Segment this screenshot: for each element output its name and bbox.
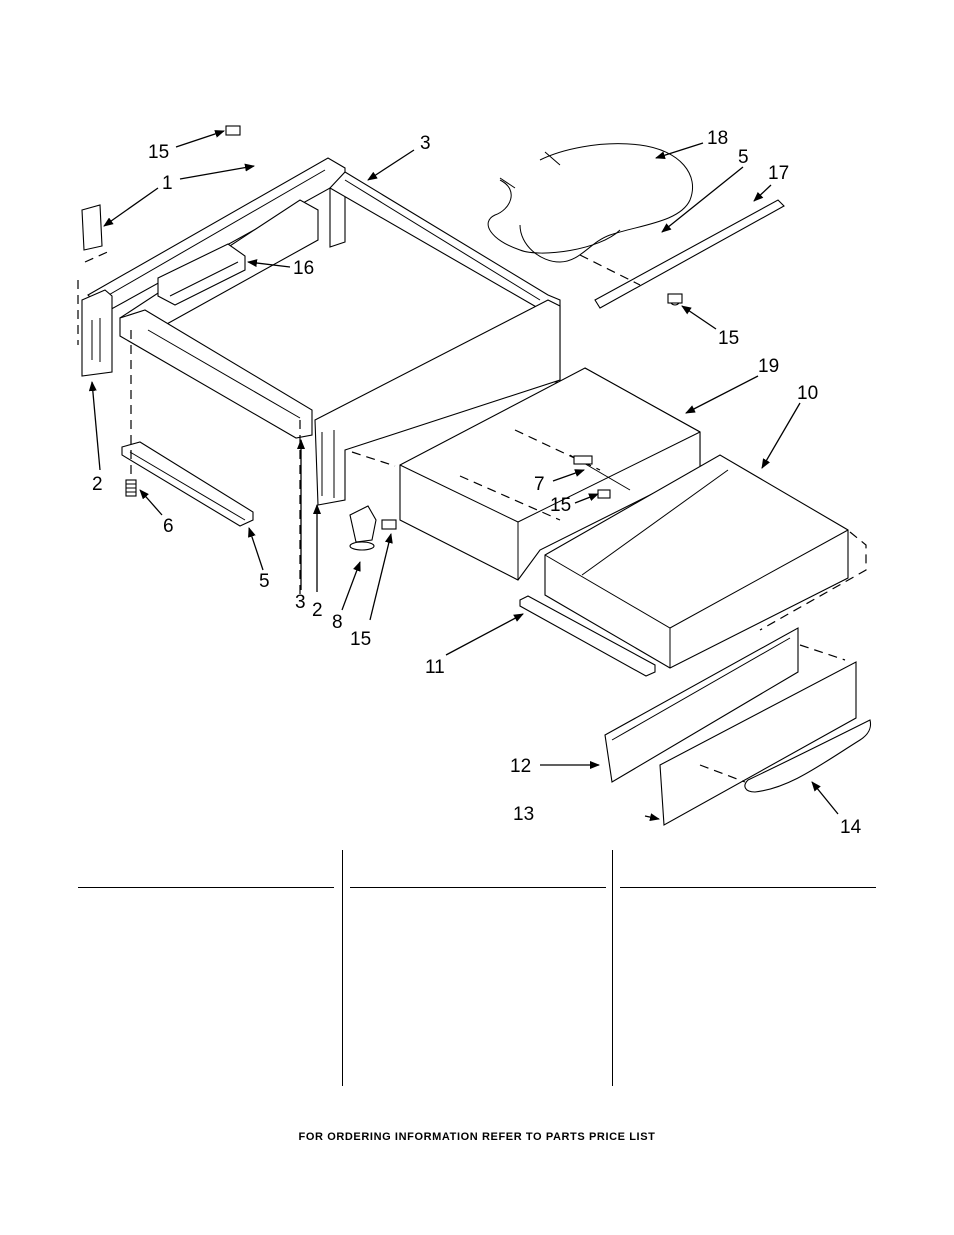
leader-arrows	[88, 130, 839, 822]
table-header-rule-1	[78, 887, 334, 888]
callout-2: 2	[92, 474, 103, 495]
part-14-handle	[744, 719, 872, 793]
callout-15: 15	[350, 629, 371, 650]
part-16-heat-shield	[157, 243, 246, 306]
callout-labels: 15 1 3 18 5 17 16 15 19 10 2 6 7 15 5 3 …	[92, 128, 862, 838]
callout-18: 18	[707, 128, 728, 149]
callout-5: 5	[259, 571, 270, 592]
callout-17: 17	[768, 163, 789, 184]
table-header-rule-2	[350, 887, 606, 888]
callout-11: 11	[425, 657, 445, 678]
callout-10: 10	[797, 383, 818, 404]
part-8-leveler	[349, 505, 397, 551]
part-13-drawer-front	[659, 661, 857, 826]
callout-15: 15	[550, 495, 571, 516]
part-18-heating-element	[487, 143, 693, 263]
table-header-rule-3	[620, 887, 876, 888]
callout-5: 5	[738, 147, 749, 168]
right-front-bracket	[314, 299, 561, 506]
table-divider-left	[342, 850, 343, 1086]
callout-8: 8	[332, 612, 343, 633]
callout-19: 19	[758, 356, 779, 377]
callout-12: 12	[510, 756, 531, 777]
front-rail	[119, 309, 313, 439]
exploded-parts-diagram: 15 1 3 18 5 17 16 15 19 10 2 6 7 15 5 3 …	[77, 125, 872, 838]
callout-2: 2	[312, 600, 323, 621]
callout-15: 15	[148, 142, 169, 163]
callout-6: 6	[163, 516, 174, 537]
callout-3: 3	[420, 133, 431, 154]
part-17-trim-bar	[594, 199, 785, 309]
left-side-rail	[81, 204, 113, 377]
part-6-leveling-leg	[125, 479, 137, 497]
callout-16: 16	[293, 258, 314, 279]
callout-1: 1	[162, 173, 173, 194]
callout-15: 15	[718, 328, 739, 349]
part-11-drawer-slide	[519, 595, 656, 677]
part-10-drawer-body	[544, 454, 849, 669]
part-5-slide-rail	[121, 441, 254, 527]
part-19-drawer-housing	[399, 367, 701, 581]
ordering-info-footer: FOR ORDERING INFORMATION REFER TO PARTS …	[298, 1131, 656, 1143]
callout-3: 3	[295, 592, 306, 613]
callout-14: 14	[840, 817, 862, 838]
table-divider-right	[612, 850, 613, 1086]
part-12-inner-panel	[604, 627, 799, 783]
alignment-lines	[77, 249, 867, 783]
callout-13: 13	[513, 804, 534, 825]
callout-7: 7	[534, 474, 545, 495]
